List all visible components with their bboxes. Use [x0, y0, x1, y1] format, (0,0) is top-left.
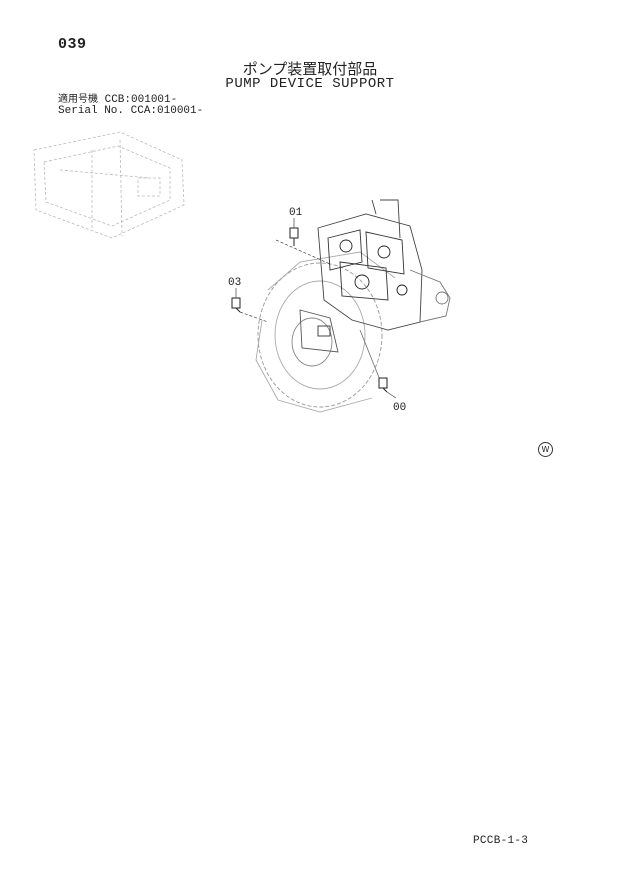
bolt-01 [289, 227, 299, 246]
callout-01: 01 [289, 207, 303, 219]
applicability-block: 適用号機 CCB:001001- Serial No. CCA:010001- [58, 94, 203, 117]
title-english: PUMP DEVICE SUPPORT [225, 76, 395, 92]
applicability-value-1: CCB:001001- [104, 94, 178, 106]
callout-00: 00 [393, 402, 406, 414]
applicability-value-2: CCA:010001- [130, 105, 204, 117]
bolt-00 [378, 377, 388, 393]
bolt-03 [231, 297, 241, 313]
location-thumbnail [33, 131, 185, 239]
w-symbol-mark: W [538, 442, 553, 457]
leader-lines [235, 218, 397, 399]
applicability-row-1: 適用号機 CCB:001001- [58, 94, 203, 106]
page-number: 039 [58, 36, 87, 53]
title-japanese: ポンプ装置取付部品 [242, 60, 378, 78]
serial-no-label: Serial No. [58, 105, 125, 117]
applicability-label-jp: 適用号機 [58, 94, 98, 105]
footer-page-code: PCCB-1-3 [473, 835, 529, 847]
callout-03: 03 [228, 277, 241, 289]
applicability-row-2: Serial No. CCA:010001- [58, 106, 203, 117]
pump-assembly-drawing [255, 199, 451, 413]
